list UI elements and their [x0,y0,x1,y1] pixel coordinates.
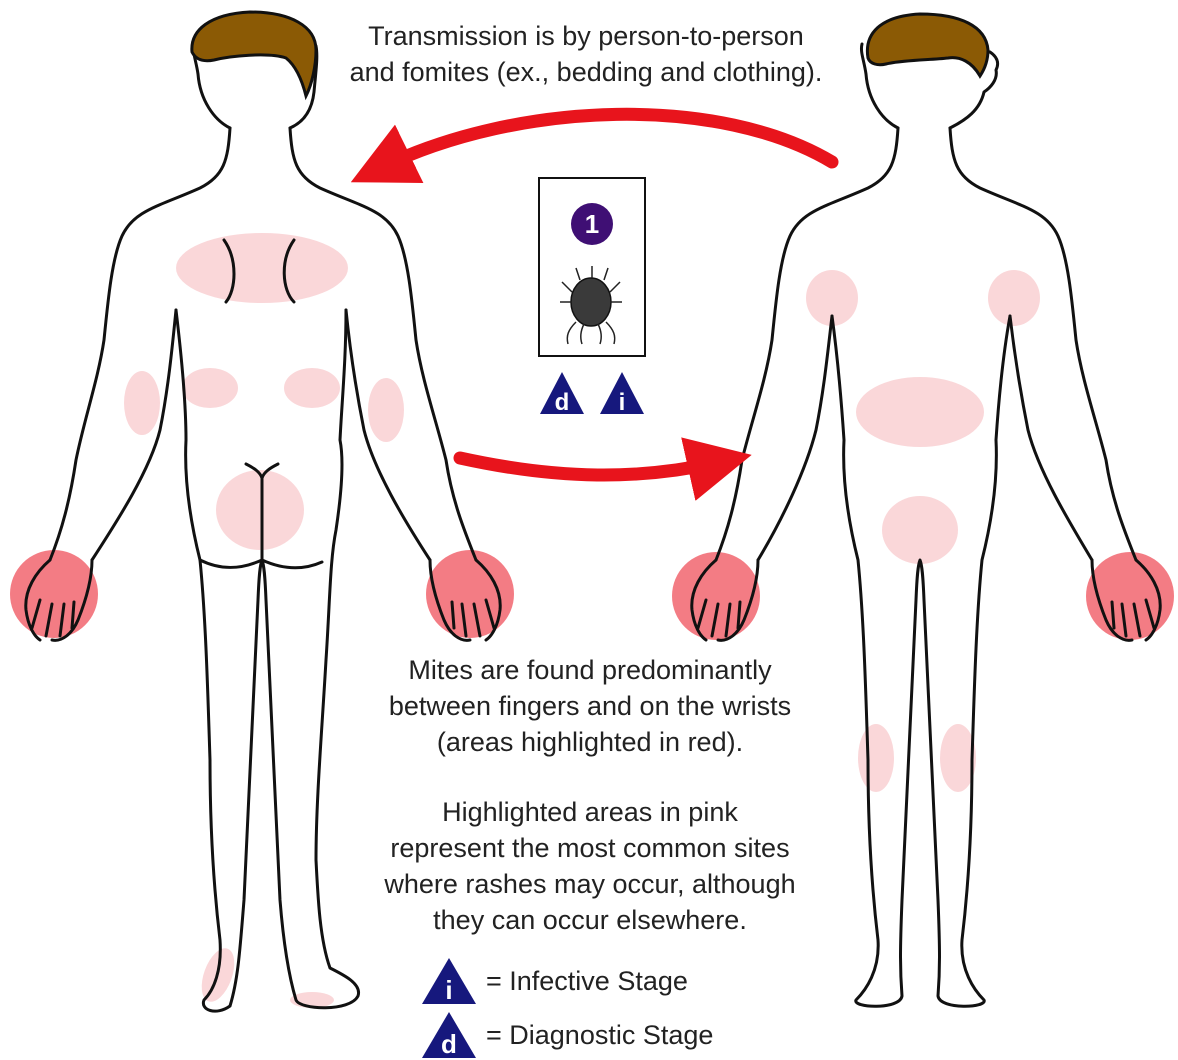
rash-note-line-3: where rashes may occur, although [370,866,810,902]
transmission-line-1: Transmission is by person-to-person [346,18,826,54]
rash-note-line-4: they can occur elsewhere. [370,902,810,938]
rash-area-left-knee [858,724,894,792]
svg-text:d: d [441,1029,457,1059]
transmission-arrow-bottom [460,458,720,475]
rash-area-right-armpit [988,270,1040,326]
rash-area-right-elbow [368,378,404,442]
mites-note-line-2: between fingers and on the wrists [380,688,800,724]
legend-diagnostic: d = Diagnostic Stage [420,1010,713,1060]
rash-note: Highlighted areas in pink represent the … [370,794,810,938]
mite-zone-right-hand [426,550,514,638]
transmission-caption: Transmission is by person-to-person and … [346,18,826,90]
svg-text:i: i [445,975,452,1005]
mites-note-line-3: (areas highlighted in red). [380,724,800,760]
rash-area-left-elbow [124,371,160,435]
rash-area-right-waist [284,368,340,408]
mite-zone-front-left-hand [672,552,760,640]
infective-stage-icon: i [600,372,644,416]
mites-note-line-1: Mites are found predominantly [380,652,800,688]
stage-number: 1 [585,209,599,239]
transmission-line-2: and fomites (ex., bedding and clothing). [346,54,826,90]
rash-area-shoulder-blades [176,233,348,303]
diagnostic-stage-icon: d [540,372,584,416]
legend-infective-icon: i [420,956,478,1006]
rash-area-buttocks [216,470,304,550]
mites-note: Mites are found predominantly between fi… [380,652,800,760]
svg-text:i: i [619,389,626,416]
back-figure-hair [192,12,316,96]
rash-area-left-waist [182,368,238,408]
legend-infective: i = Infective Stage [420,956,688,1006]
rash-note-line-2: represent the most common sites [370,830,810,866]
rash-area-groin [882,496,958,564]
rash-area-abdomen [856,377,984,447]
stage-box: 1 [539,178,645,356]
front-figure-hair [867,14,988,76]
legend-diagnostic-icon: d [420,1010,478,1060]
transmission-arrow-top [380,114,832,168]
mite-zone-left-hand [10,550,98,638]
svg-text:d: d [555,389,570,416]
back-inner-arm-left [92,310,176,560]
legend-infective-label: = Infective Stage [486,966,688,997]
legend-diagnostic-label: = Diagnostic Stage [486,1020,713,1051]
rash-note-line-1: Highlighted areas in pink [370,794,810,830]
